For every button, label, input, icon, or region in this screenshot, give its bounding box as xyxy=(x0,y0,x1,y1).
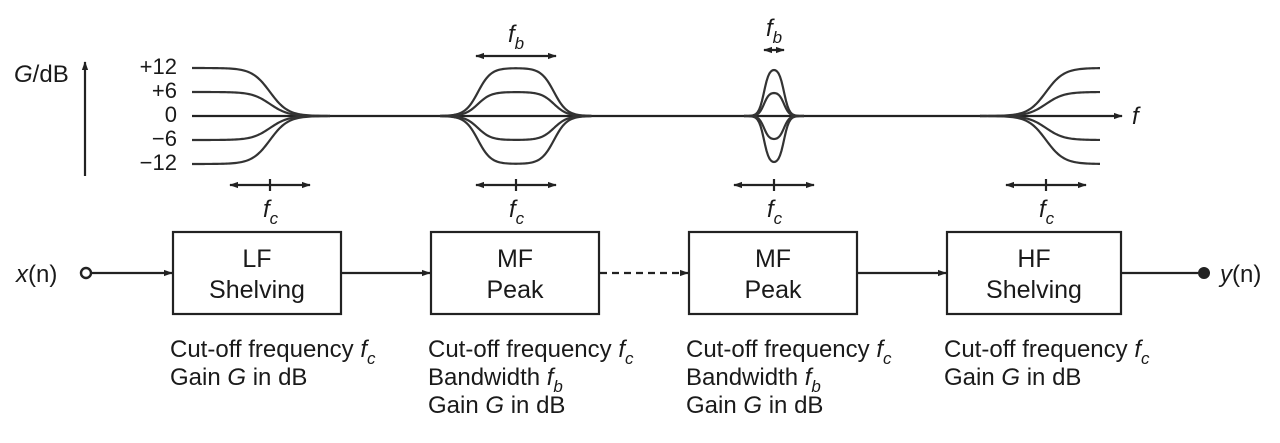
desc-mf1-gain: Gain G in dB xyxy=(428,392,565,419)
cutoff-range-mf1: fc xyxy=(475,179,557,228)
desc-mf1-bandwidth: Bandwidth fb xyxy=(428,364,563,396)
block-lf-shelving: LF Shelving xyxy=(171,230,343,316)
tick-label-zero: 0 xyxy=(165,102,177,127)
lf-curve-minus12 xyxy=(192,114,331,166)
block-mf-peak-2: MF Peak xyxy=(687,230,859,316)
lf-shelving-curves xyxy=(192,66,331,166)
cutoff-label-mf2: fc xyxy=(767,196,783,228)
mf-wide-curve-minus6 xyxy=(439,114,592,141)
cutoff-label-mf1: fc xyxy=(509,196,525,228)
cutoff-label-lf: fc xyxy=(263,196,279,228)
hf-shelving-curves xyxy=(979,67,1101,165)
response-panel: G/dB +12 +6 0 −6 −12 f xyxy=(14,15,1141,228)
frequency-axis-label: f xyxy=(1132,103,1141,130)
mf-narrow-curve-minus12 xyxy=(743,114,805,164)
hf-curve-minus12 xyxy=(979,114,1101,165)
bandwidth-symbol: f xyxy=(766,15,775,42)
block-mf1-line2: Peak xyxy=(487,276,544,304)
cutoff-range-lf: fc xyxy=(229,179,311,228)
gain-axis-unit: /dB xyxy=(33,61,69,88)
mf-wide-curve-minus12 xyxy=(439,115,592,165)
block-mf1-line1: MF xyxy=(497,245,533,273)
tick-label-minus12: −12 xyxy=(140,150,177,175)
hf-curve-minus6 xyxy=(980,114,1101,142)
gain-axis-label: G/dB xyxy=(14,61,69,88)
mf-peak-wide-curves xyxy=(439,67,592,165)
mf-narrow-curve-minus6 xyxy=(743,114,805,141)
block-hf-line2: Shelving xyxy=(986,276,1082,304)
mf-peak-narrow-curves xyxy=(743,68,805,164)
desc-mf2-cutoff: Cut-off frequency fc xyxy=(686,336,892,368)
mf-wide-curve-plus6 xyxy=(439,91,592,118)
desc-lf-cutoff: Cut-off frequency fc xyxy=(170,336,376,368)
block-lf-line1: LF xyxy=(242,245,271,273)
desc-hf-gain: Gain G in dB xyxy=(944,364,1081,391)
tick-label-plus6: +6 xyxy=(152,78,177,103)
desc-mf1-cutoff: Cut-off frequency fc xyxy=(428,336,634,368)
block-mf2-line1: MF xyxy=(755,245,791,273)
block-hf-shelving: HF Shelving xyxy=(945,230,1123,316)
cutoff-range-mf2: fc xyxy=(733,179,815,228)
hf-curve-plus6 xyxy=(980,90,1101,118)
parameter-descriptions: Cut-off frequency fc Gain G in dB Cut-of… xyxy=(170,336,1150,419)
desc-lf-gain: Gain G in dB xyxy=(170,364,307,391)
bandwidth-label-mf2: fb xyxy=(766,15,782,47)
input-terminal xyxy=(79,266,93,280)
output-terminal xyxy=(1198,267,1210,279)
block-hf-line1: HF xyxy=(1017,245,1050,273)
bandwidth-symbol: f xyxy=(508,21,517,48)
tick-label-minus6: −6 xyxy=(152,126,177,151)
mf-narrow-curve-plus6 xyxy=(743,91,805,118)
input-signal-label: x(n) xyxy=(15,261,57,288)
desc-mf2-bandwidth: Bandwidth fb xyxy=(686,364,821,396)
bandwidth-subscript: b xyxy=(773,28,782,47)
lf-curve-plus6 xyxy=(192,90,331,118)
cutoff-range-hf: fc xyxy=(1005,179,1087,228)
output-signal-label: y(n) xyxy=(1218,261,1261,288)
bandwidth-label-mf1: fb xyxy=(508,21,524,53)
block-lf-line2: Shelving xyxy=(209,276,305,304)
signal-chain: x(n) LF Shelving MF Peak MF Peak HF Shel… xyxy=(15,230,1261,316)
lf-curve-minus6 xyxy=(192,114,331,142)
cutoff-label-hf: fc xyxy=(1039,196,1055,228)
block-mf2-line2: Peak xyxy=(745,276,802,304)
block-mf-peak-1: MF Peak xyxy=(429,230,601,316)
mf-wide-curve-plus12 xyxy=(439,67,592,117)
desc-mf2-gain: Gain G in dB xyxy=(686,392,823,419)
bandwidth-subscript: b xyxy=(515,34,524,53)
gain-axis-symbol: G xyxy=(14,61,33,88)
desc-hf-cutoff: Cut-off frequency fc xyxy=(944,336,1150,368)
tick-label-plus12: +12 xyxy=(140,54,177,79)
